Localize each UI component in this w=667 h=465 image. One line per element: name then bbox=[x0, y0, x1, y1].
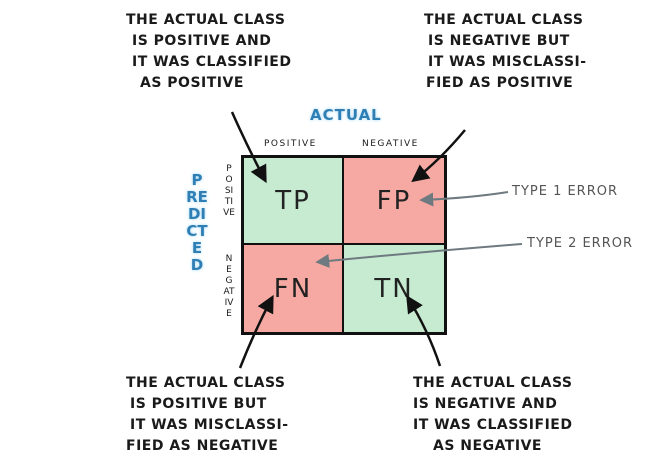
arrow-type-1-error bbox=[419, 191, 509, 207]
note-true-negative: THE ACTUAL CLASS IS NEGATIVE AND IT WAS … bbox=[413, 373, 573, 457]
note-line: IT WAS CLASSIFIED bbox=[132, 54, 292, 70]
type-1-error-label: TYPE 1 ERROR bbox=[512, 184, 619, 199]
note-line: IS POSITIVE AND bbox=[132, 33, 272, 49]
note-line: IT WAS MISCLASSI- bbox=[130, 417, 289, 433]
column-label-negative: NEGATIVE bbox=[362, 139, 419, 149]
note-line: THE ACTUAL CLASS bbox=[126, 12, 286, 28]
row-label-positive: POSITIVE bbox=[223, 164, 235, 218]
note-line: AS POSITIVE bbox=[140, 75, 244, 91]
note-line: IT WAS CLASSIFIED bbox=[413, 417, 573, 433]
note-false-positive: THE ACTUAL CLASS IS NEGATIVE BUT IT WAS … bbox=[424, 10, 587, 94]
note-line: THE ACTUAL CLASS bbox=[413, 375, 573, 391]
predicted-axis-title: PREDICTED bbox=[186, 171, 208, 274]
arrow-to-tp bbox=[230, 111, 267, 184]
note-line: FIED AS POSITIVE bbox=[426, 75, 574, 91]
cell-true-negative: TN bbox=[344, 245, 444, 332]
arrow-to-fp bbox=[411, 129, 466, 183]
note-line: THE ACTUAL CLASS bbox=[126, 375, 286, 391]
note-line: THE ACTUAL CLASS bbox=[424, 12, 584, 28]
row-label-negative: NEGATIVE bbox=[223, 254, 235, 319]
arrow-type-2-error bbox=[315, 243, 523, 268]
note-line: IS POSITIVE BUT bbox=[130, 396, 267, 412]
note-line: IS NEGATIVE BUT bbox=[428, 33, 570, 49]
column-label-positive: POSITIVE bbox=[264, 139, 317, 149]
note-line: FIED AS NEGATIVE bbox=[126, 438, 279, 454]
type-2-error-label: TYPE 2 ERROR bbox=[527, 236, 634, 251]
note-line: AS NEGATIVE bbox=[433, 438, 542, 454]
note-line: IS NEGATIVE AND bbox=[413, 396, 558, 412]
arrow-to-fn bbox=[238, 294, 274, 369]
note-false-negative: THE ACTUAL CLASS IS POSITIVE BUT IT WAS … bbox=[126, 373, 289, 457]
note-line: IT WAS MISCLASSI- bbox=[428, 54, 587, 70]
note-true-positive: THE ACTUAL CLASS IS POSITIVE AND IT WAS … bbox=[126, 10, 291, 94]
actual-axis-title: ACTUAL bbox=[310, 106, 382, 124]
cell-true-positive: TP bbox=[244, 158, 344, 245]
arrow-to-tn bbox=[406, 295, 442, 367]
